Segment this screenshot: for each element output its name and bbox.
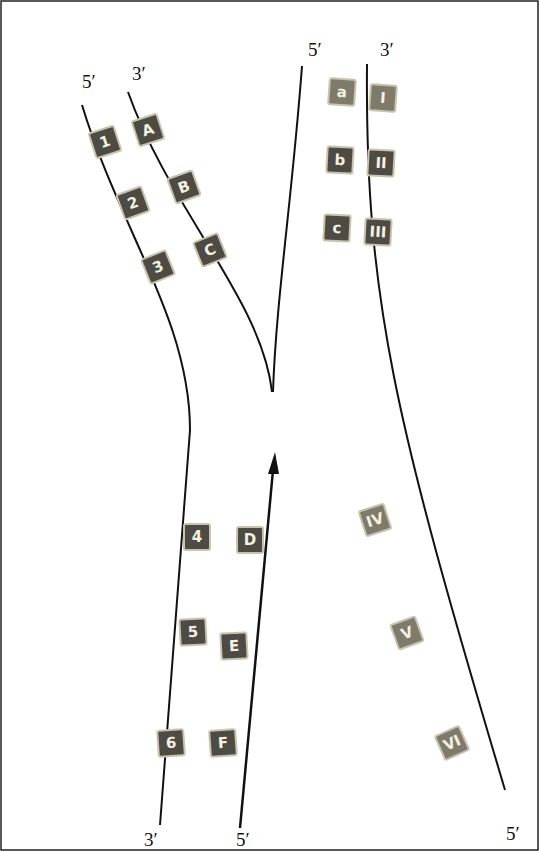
base-box: I <box>368 83 398 113</box>
base-box: B <box>166 169 202 205</box>
base-box: a <box>327 77 357 107</box>
strand-end-label: 5′ <box>308 40 322 59</box>
base-label: IV <box>364 510 385 530</box>
base-box: III <box>363 217 392 246</box>
base-label: b <box>334 152 346 168</box>
strand-end-label: 5′ <box>82 72 96 91</box>
base-box: 3 <box>140 249 176 285</box>
base-label: A <box>140 121 156 139</box>
base-label: c <box>332 220 342 235</box>
base-label: 1 <box>98 133 113 150</box>
strand-end-label: 5′ <box>506 824 520 843</box>
base-box: II <box>366 148 395 177</box>
base-box: 2 <box>115 185 151 221</box>
base-label: a <box>336 84 347 100</box>
base-label: II <box>375 155 387 171</box>
base-box: C <box>192 232 228 268</box>
base-label: F <box>217 735 228 751</box>
parental-strand <box>82 105 190 825</box>
base-box: E <box>219 631 248 660</box>
base-box: F <box>208 728 238 758</box>
base-box: IV <box>357 502 392 537</box>
strand-end-label: 3′ <box>132 64 146 83</box>
strand-end-label: 5′ <box>236 830 250 849</box>
base-label: 5 <box>187 624 198 640</box>
parental-strand <box>367 64 505 790</box>
base-label: D <box>244 533 256 548</box>
base-label: 4 <box>192 530 202 545</box>
base-box: V <box>389 615 425 651</box>
new-strand <box>128 92 272 392</box>
base-label: 3 <box>150 258 165 276</box>
base-box: D <box>236 526 264 554</box>
base-label: C <box>202 241 218 259</box>
base-label: 6 <box>165 735 176 751</box>
base-label: I <box>380 90 387 105</box>
base-label: E <box>228 638 239 654</box>
base-box: VI <box>434 725 471 762</box>
base-box: A <box>130 112 165 147</box>
base-box: 1 <box>87 124 122 159</box>
base-box: 4 <box>183 523 211 551</box>
strand-end-label: 3′ <box>144 830 158 849</box>
base-box: 6 <box>156 728 186 758</box>
base-label: 2 <box>126 194 141 212</box>
base-label: VI <box>441 733 463 754</box>
base-box: b <box>325 145 354 174</box>
base-label: III <box>369 224 387 240</box>
base-label: B <box>176 178 192 196</box>
strand-end-label: 3′ <box>380 40 394 59</box>
base-box: 5 <box>178 617 207 646</box>
base-label: V <box>399 624 415 642</box>
new-strand <box>273 66 302 392</box>
base-box: c <box>322 213 351 242</box>
arrowhead <box>268 452 279 474</box>
